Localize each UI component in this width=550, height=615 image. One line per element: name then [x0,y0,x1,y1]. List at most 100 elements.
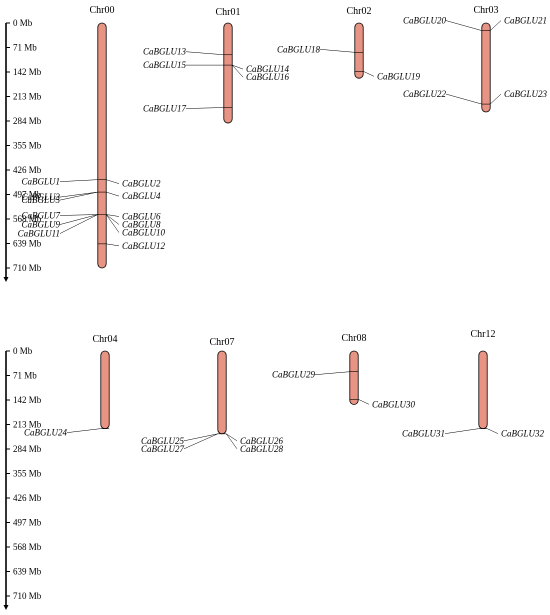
chromosome-title: Chr00 [90,5,115,16]
gene-leader-line [183,433,218,450]
gene-label: CaBGLU29 [272,370,316,380]
chromosome-bar [354,22,364,79]
chromosome-title: Chr03 [474,5,499,16]
y-axis-tick-label: 284 Mb [13,444,42,454]
gene-leader-line [232,64,244,78]
gene-leader-line [444,428,479,434]
y-axis-tick-label: 497 Mb [13,518,42,528]
chromosome-title: Chr07 [210,337,235,348]
chromosome-title: Chr04 [93,334,118,345]
gene-leader-line [59,191,98,201]
gene-leader-line [358,399,370,405]
gene-label: CaBGLU26 [240,436,284,446]
gene-label: CaBGLU19 [377,71,421,81]
gene-leader-line [105,214,120,233]
gene-leader-line [314,371,350,375]
gene-leader-line [490,93,502,105]
chromosome-title: Chr01 [216,7,241,18]
gene-label: CaBGLU10 [122,228,166,238]
gene-label: CaBGLU16 [246,72,290,82]
gene-leader-line [445,20,482,31]
gene-leader-line [232,64,244,70]
gene-label: CaBGLU14 [246,64,290,74]
gene-leader-line [319,49,355,53]
y-axis-tick-label: 213 Mb [13,92,42,102]
gene-leader-line [226,433,238,442]
gene-label: CaBGLU30 [372,399,416,409]
gene-label: CaBGLU11 [18,229,60,239]
gene-leader-line [183,433,218,442]
gene-leader-line [445,93,482,105]
gene-leader-line [225,433,238,449]
gene-label: CaBGLU21 [504,16,547,26]
y-axis-tick-label: 71 Mb [13,371,37,381]
y-axis-tick-label: 568 Mb [13,542,42,552]
y-axis-tick-label: 284 Mb [13,116,42,126]
gene-label: CaBGLU18 [277,44,321,54]
gene-label: CaBGLU8 [122,220,161,230]
gene-label: CaBGLU17 [143,104,187,114]
gene-leader-line [363,71,375,77]
gene-leader-line [59,214,98,234]
gene-label: CaBGLU32 [501,429,545,439]
gene-label: CaBGLU23 [504,89,548,99]
chromosome-bar [97,22,107,269]
gene-leader-line [106,243,120,247]
gene-label: CaBGLU25 [141,436,185,446]
chromosome-bar [217,350,227,435]
chromosome-bar [478,350,488,430]
gene-label: CaBGLU15 [143,60,187,70]
y-axis-tick-label: 426 Mb [13,493,42,503]
gene-leader-line [59,191,98,198]
gene-leader-line [106,179,120,184]
y-axis-tick-label: 639 Mb [13,567,42,577]
y-axis-tick-label: 639 Mb [13,239,42,249]
axis-arrow-icon [3,605,9,610]
gene-leader-line [487,428,499,434]
gene-label: CaBGLU31 [402,429,445,439]
y-axis-tick-label: 710 Mb [13,591,42,601]
chromosome-bar [223,22,233,124]
y-axis-tick-label: 0 Mb [13,18,33,28]
gene-leader-line [59,179,98,182]
gene-leader-line [106,214,120,225]
gene-label: CaBGLU13 [143,47,187,57]
chromosome-title: Chr02 [347,6,372,17]
y-axis-tick-label: 142 Mb [13,67,42,77]
gene-leader-line [59,214,98,216]
gene-label: CaBGLU1 [21,177,60,187]
gene-leader-line [106,214,120,217]
gene-label: CaBGLU28 [240,444,284,454]
gene-leader-line [106,191,120,197]
y-axis-tick-label: 71 Mb [13,43,37,53]
y-axis-tick-label: 426 Mb [13,165,42,175]
gene-label: CaBGLU24 [24,428,68,438]
y-axis-tick-label: 710 Mb [13,263,42,273]
gene-label: CaBGLU9 [21,220,60,230]
gene-label: CaBGLU27 [141,444,185,454]
y-axis-tick-label: 497 Mb [13,190,42,200]
gene-label: CaBGLU22 [403,89,447,99]
gene-leader-line [59,214,98,225]
axis-arrow-icon [3,277,9,282]
gene-label: CaBGLU20 [403,16,447,26]
gene-label: CaBGLU3 [21,192,60,202]
gene-leader-line [185,107,224,109]
gene-label: CaBGLU7 [21,211,60,221]
y-axis-tick-label: 0 Mb [13,346,33,356]
chromosome-bar [100,350,110,430]
y-axis-tick-label: 355 Mb [13,469,42,479]
chromosome-bar [481,22,491,113]
gene-leader-line [490,20,502,31]
gene-label: CaBGLU5 [21,195,60,205]
gene-leader-line [66,428,101,433]
gene-label: CaBGLU6 [122,212,161,222]
y-axis-tick-label: 355 Mb [13,141,42,151]
gene-label: CaBGLU2 [122,179,161,189]
chromosome-title: Chr08 [342,333,367,344]
y-axis-tick-label: 142 Mb [13,395,42,405]
gene-label: CaBGLU12 [122,241,166,251]
y-axis-tick-label: 213 Mb [13,420,42,430]
gene-label: CaBGLU4 [122,191,161,201]
